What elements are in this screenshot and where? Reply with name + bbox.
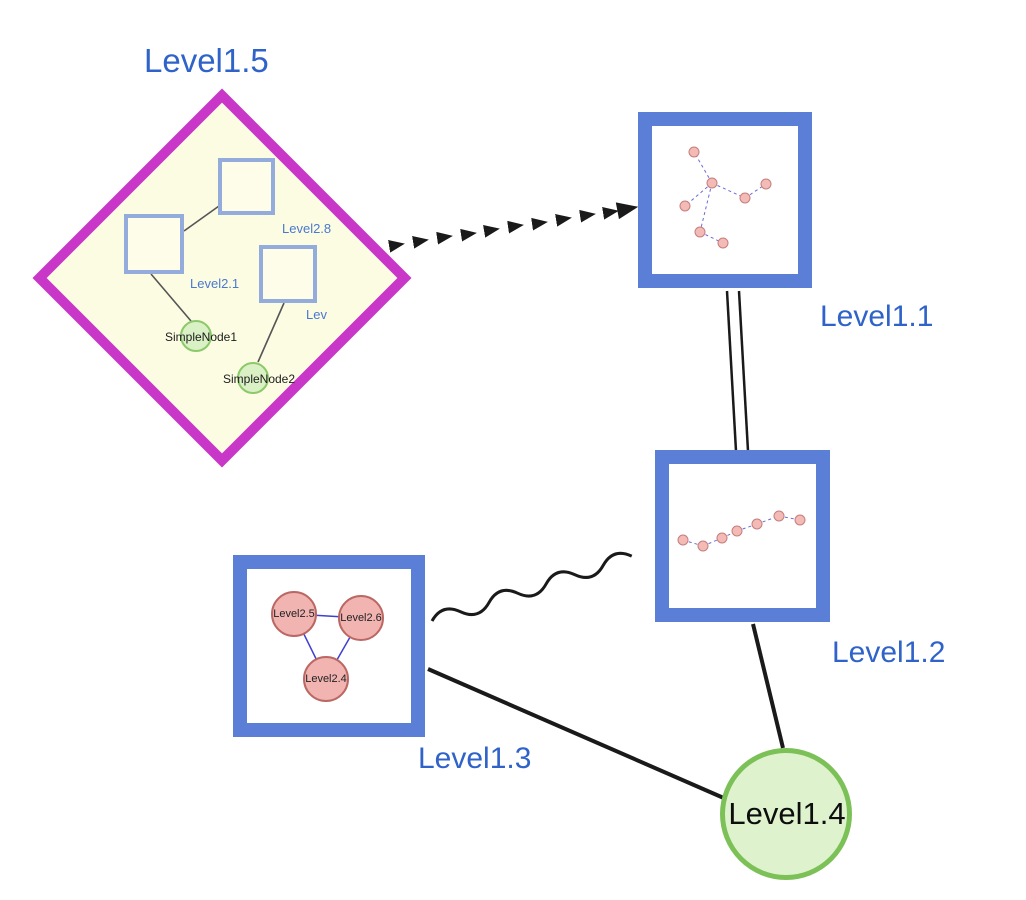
edge-level1-3-to-level1-4[interactable]: [427, 667, 727, 801]
edge-level1-2-to-level1-4[interactable]: [751, 623, 785, 749]
label-level1-5: Level1.5: [144, 42, 269, 79]
node-level2-1[interactable]: [124, 214, 184, 274]
label-level2-1: Level2.1: [190, 276, 240, 291]
mini-graph-level1-2: [677, 510, 806, 552]
label-simplenode2: SimpleNode2: [222, 372, 296, 386]
node-simplenode1[interactable]: [180, 320, 212, 352]
label-level1-2: Level1.2: [832, 636, 946, 669]
edge-level1-3-to-level1-2-wavy[interactable]: [430, 549, 634, 627]
label-level1-4: Level1.4: [728, 796, 846, 831]
node-level2-8[interactable]: [218, 158, 275, 215]
label-level2-8: Level2.8: [282, 221, 332, 236]
edge-level1-5-to-level1-1-dashed-arrow[interactable]: [388, 202, 639, 253]
mini-graph-level1-1: [679, 146, 772, 249]
node-level1-3[interactable]: Level2.5 Level2.6 Level2.4: [233, 555, 425, 737]
node-level1-1[interactable]: [638, 112, 812, 288]
node-level1-4[interactable]: [720, 748, 852, 880]
label-level2-right: Lev: [306, 307, 327, 322]
label-level1-3: Level1.3: [418, 742, 532, 775]
node-level2-5[interactable]: Level2.5: [271, 591, 317, 637]
label-level1-1: Level1.1: [820, 300, 934, 333]
label-simplenode1: SimpleNode1: [164, 330, 238, 344]
edge-level1-1-to-level1-2-double[interactable]: [725, 290, 750, 452]
node-simplenode2[interactable]: [237, 362, 269, 394]
node-level2-4[interactable]: Level2.4: [303, 656, 349, 702]
edge-inner-diamond[interactable]: [150, 205, 285, 363]
node-level1-2[interactable]: [655, 450, 830, 622]
node-level2-6[interactable]: Level2.6: [338, 595, 384, 641]
node-level2-right[interactable]: [259, 245, 317, 303]
